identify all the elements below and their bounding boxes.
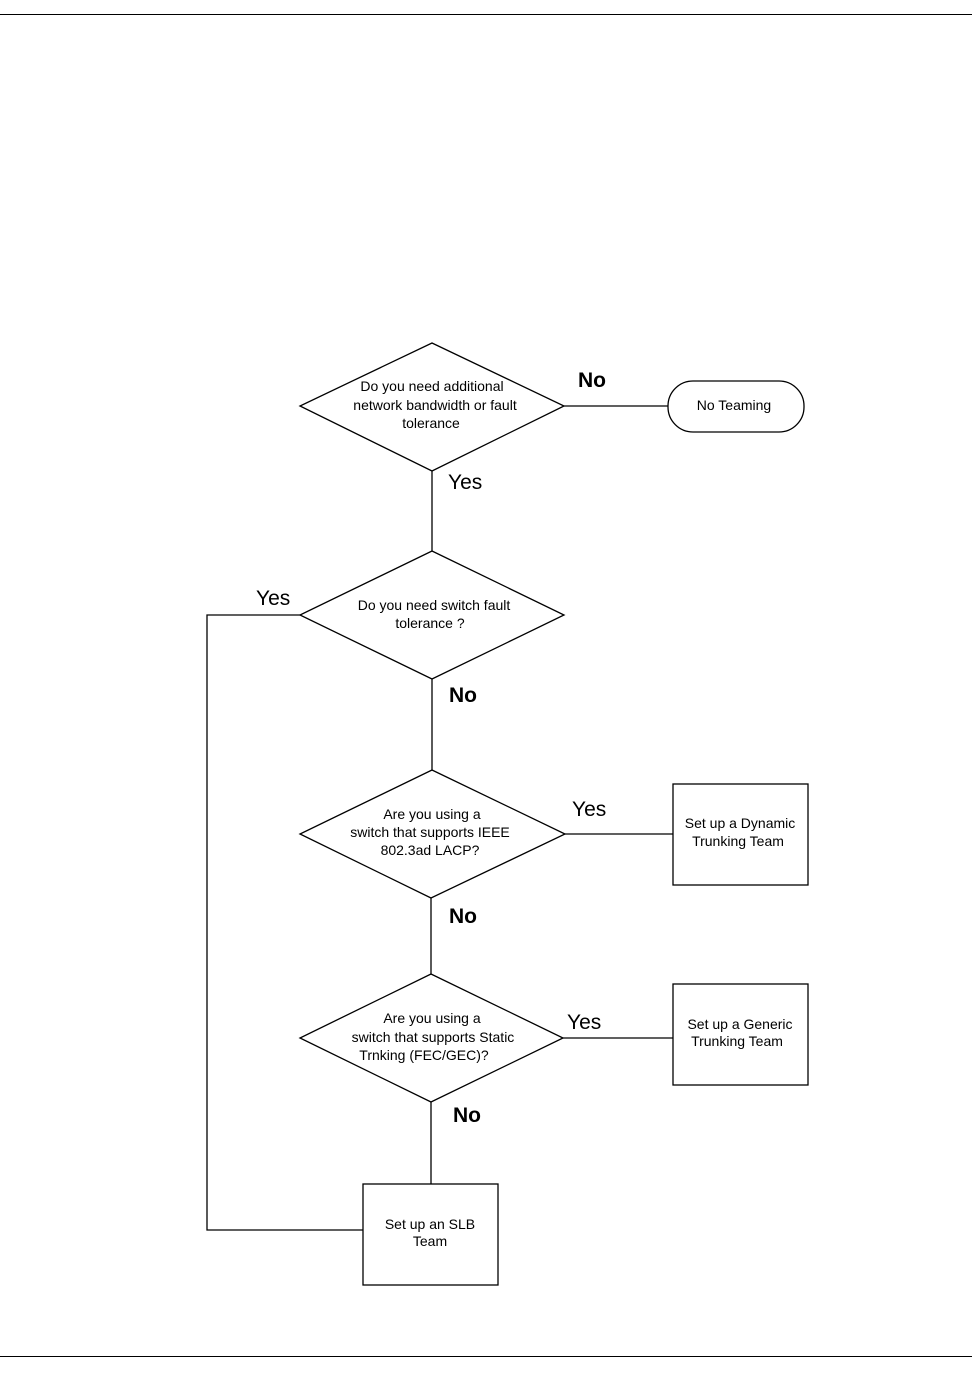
decision-diamond [298, 769, 567, 899]
decision-static-trunking-support: Are you using a switch that supports Sta… [298, 973, 565, 1103]
node-text-line: Set up a Generic [687, 1016, 792, 1032]
node-text-line: Are you using a [383, 1010, 480, 1026]
process-slb-team: Set up an SLB Team [362, 1183, 499, 1286]
node-text-line: switch that supports Static [352, 1029, 515, 1045]
node-text-line: tolerance [402, 415, 460, 431]
top-rule [0, 14, 972, 15]
edge-label-q3-no: No [449, 905, 477, 928]
decision-diamond [298, 550, 566, 680]
process-dynamic-trunking-team: Set up a Dynamic Trunking Team [672, 783, 809, 886]
node-text-line: Do you need additional [360, 378, 503, 394]
process-generic-trunking-team: Set up a Generic Trunking Team [672, 983, 809, 1086]
connector-q2-to-slb [206, 614, 363, 1231]
node-text-line: Trunking Team [691, 1033, 783, 1049]
edge-label-q4-no: No [453, 1104, 481, 1127]
edge-label-q2-yes: Yes [256, 587, 290, 610]
decision-lacp-support: Are you using a switch that supports IEE… [298, 769, 567, 899]
node-text-line: Set up a Dynamic [685, 815, 796, 831]
node-text-line: tolerance ? [395, 615, 464, 631]
edge-label-q3-yes: Yes [572, 798, 606, 821]
node-text-line: Team [413, 1233, 447, 1249]
node-text-line: No Teaming [697, 397, 771, 413]
terminal-shape [667, 380, 805, 433]
edge-label-q4-yes: Yes [567, 1011, 601, 1034]
edge-label-q1-no: No [578, 369, 606, 392]
decision-switch-fault-tolerance: Do you need switch fault tolerance ? [298, 550, 566, 680]
process-box [672, 783, 809, 886]
edge-label-q2-no: No [449, 684, 477, 707]
node-text-line: Trunking Team [692, 833, 784, 849]
node-text-line: switch that supports IEEE [350, 824, 510, 840]
process-box [672, 983, 809, 1086]
decision-bandwidth-fault-tolerance: Do you need additional network bandwidth… [298, 342, 566, 472]
node-text-line: Trnking (FEC/GEC)? [359, 1047, 489, 1063]
node-text-line: 802.3ad LACP? [381, 842, 480, 858]
node-text-line: Set up an SLB [385, 1216, 475, 1232]
process-box [362, 1183, 499, 1286]
node-text-line: Are you using a [383, 806, 480, 822]
bottom-rule [0, 1356, 972, 1357]
edge-label-q1-yes: Yes [448, 471, 482, 494]
node-text-line: network bandwidth or fault [353, 397, 517, 413]
terminal-no-teaming: No Teaming [667, 380, 805, 433]
decision-diamond [298, 973, 565, 1103]
decision-diamond [298, 342, 566, 472]
node-text-line: Do you need switch fault [358, 597, 511, 613]
